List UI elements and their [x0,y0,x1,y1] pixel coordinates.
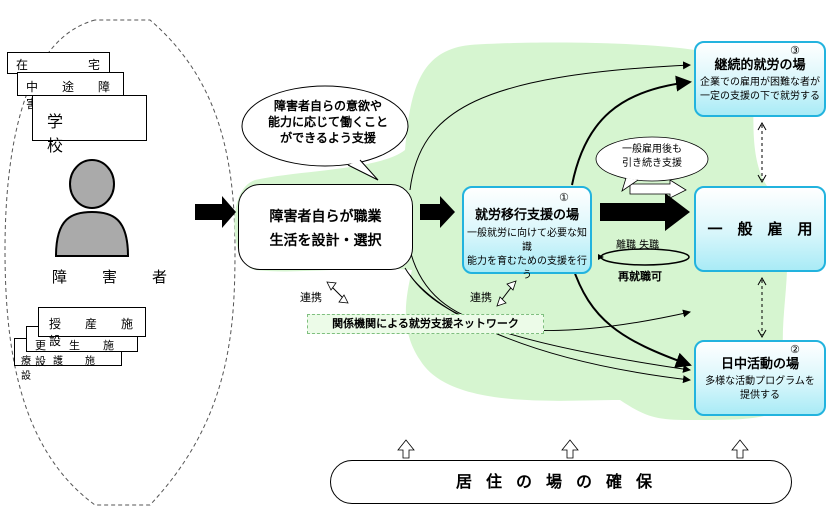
continued-line-2: 引き続き支援 [622,158,682,169]
transition-line-2: 能力を育むための支援を行う [467,256,587,281]
card-zaitaku: 在 宅 [7,52,110,74]
continuous-title: 継続的就労の場 [714,58,806,73]
support-bubble-text: 障害者自らの意欲や 能力に応じて働くこと ができるよう支援 [258,98,398,146]
daytime-activity-box: ② 日中活動の場 多様な活動プログラムを 提供する [694,340,826,416]
transition-support-box: ① 就労移行支援の場 一般就労に向けて必要な知識 能力を育むための支援を行う [462,186,592,281]
continuous-line-2: 一定の支援の下で就労する [700,91,820,102]
support-line-2: 能力に応じて働くこと [267,115,388,129]
support-network-label: 関係機関による就労支援ネットワーク [307,314,544,334]
transition-line-1: 一般就労に向けて必要な知識 [467,228,587,253]
renkei-label-2: 連携 [470,291,492,304]
general-title: 一 般 雇 用 [707,220,813,238]
daytime-number: ② [790,343,800,356]
choice-line-2: 生活を設計・選択 [269,233,382,249]
transition-title: 就労移行支援の場 [474,208,579,223]
housing-banner: 居住の場の確保 [330,460,792,504]
renkei-label-1: 連携 [300,291,322,304]
daytime-line-1: 多様な活動プログラムを [705,376,815,387]
general-employment-box: 一 般 雇 用 [694,186,826,272]
support-line-1: 障害者自らの意欲や [273,99,382,113]
continued-line-1: 一般雇用後も [622,144,682,155]
continued-bubble-shape [595,136,709,192]
daytime-line-2: 提供する [740,390,780,401]
person-label: 障 害 者 [52,268,178,286]
continued-bubble-text: 一般雇用後も 引き続き支援 [602,143,702,171]
career-choice-box: 障害者自らが職業 生活を設計・選択 [238,184,413,270]
choice-line-1: 障害者自らが職業 [269,209,382,225]
arrow-to-employment [600,193,690,231]
card-chuto: 中 途 障 害 [17,72,128,111]
continuous-line-1: 企業での雇用が困難な者が [700,77,820,88]
reemployment-label: 再就職可 [618,270,662,283]
rishoku-label: 離職 失職 [616,240,660,251]
continuous-number: ③ [790,44,800,57]
card-jusan-label: 授 産 施 設 [49,317,158,348]
card-ryogo-label: 療 護 施 設 [21,356,117,382]
card-zaitaku-label: 在 宅 [16,58,107,72]
card-jusan: 授 産 施 設 [38,307,151,348]
daytime-title: 日中活動の場 [720,357,799,372]
person-icon [54,159,130,257]
card-gakko: 学 校 [32,95,147,155]
support-bubble-shape [241,85,409,181]
arrow-left-2 [420,196,455,228]
arrow-left-1 [195,196,236,228]
continuous-employment-box: ③ 継続的就労の場 企業での雇用が困難な者が 一定の支援の下で就労する [694,41,826,117]
card-gakko-label: 学 校 [47,112,152,155]
transition-number: ① [559,191,569,204]
card-kosei-label: 更 生 施 設 [35,339,137,368]
support-line-3: ができるよう支援 [280,131,376,145]
